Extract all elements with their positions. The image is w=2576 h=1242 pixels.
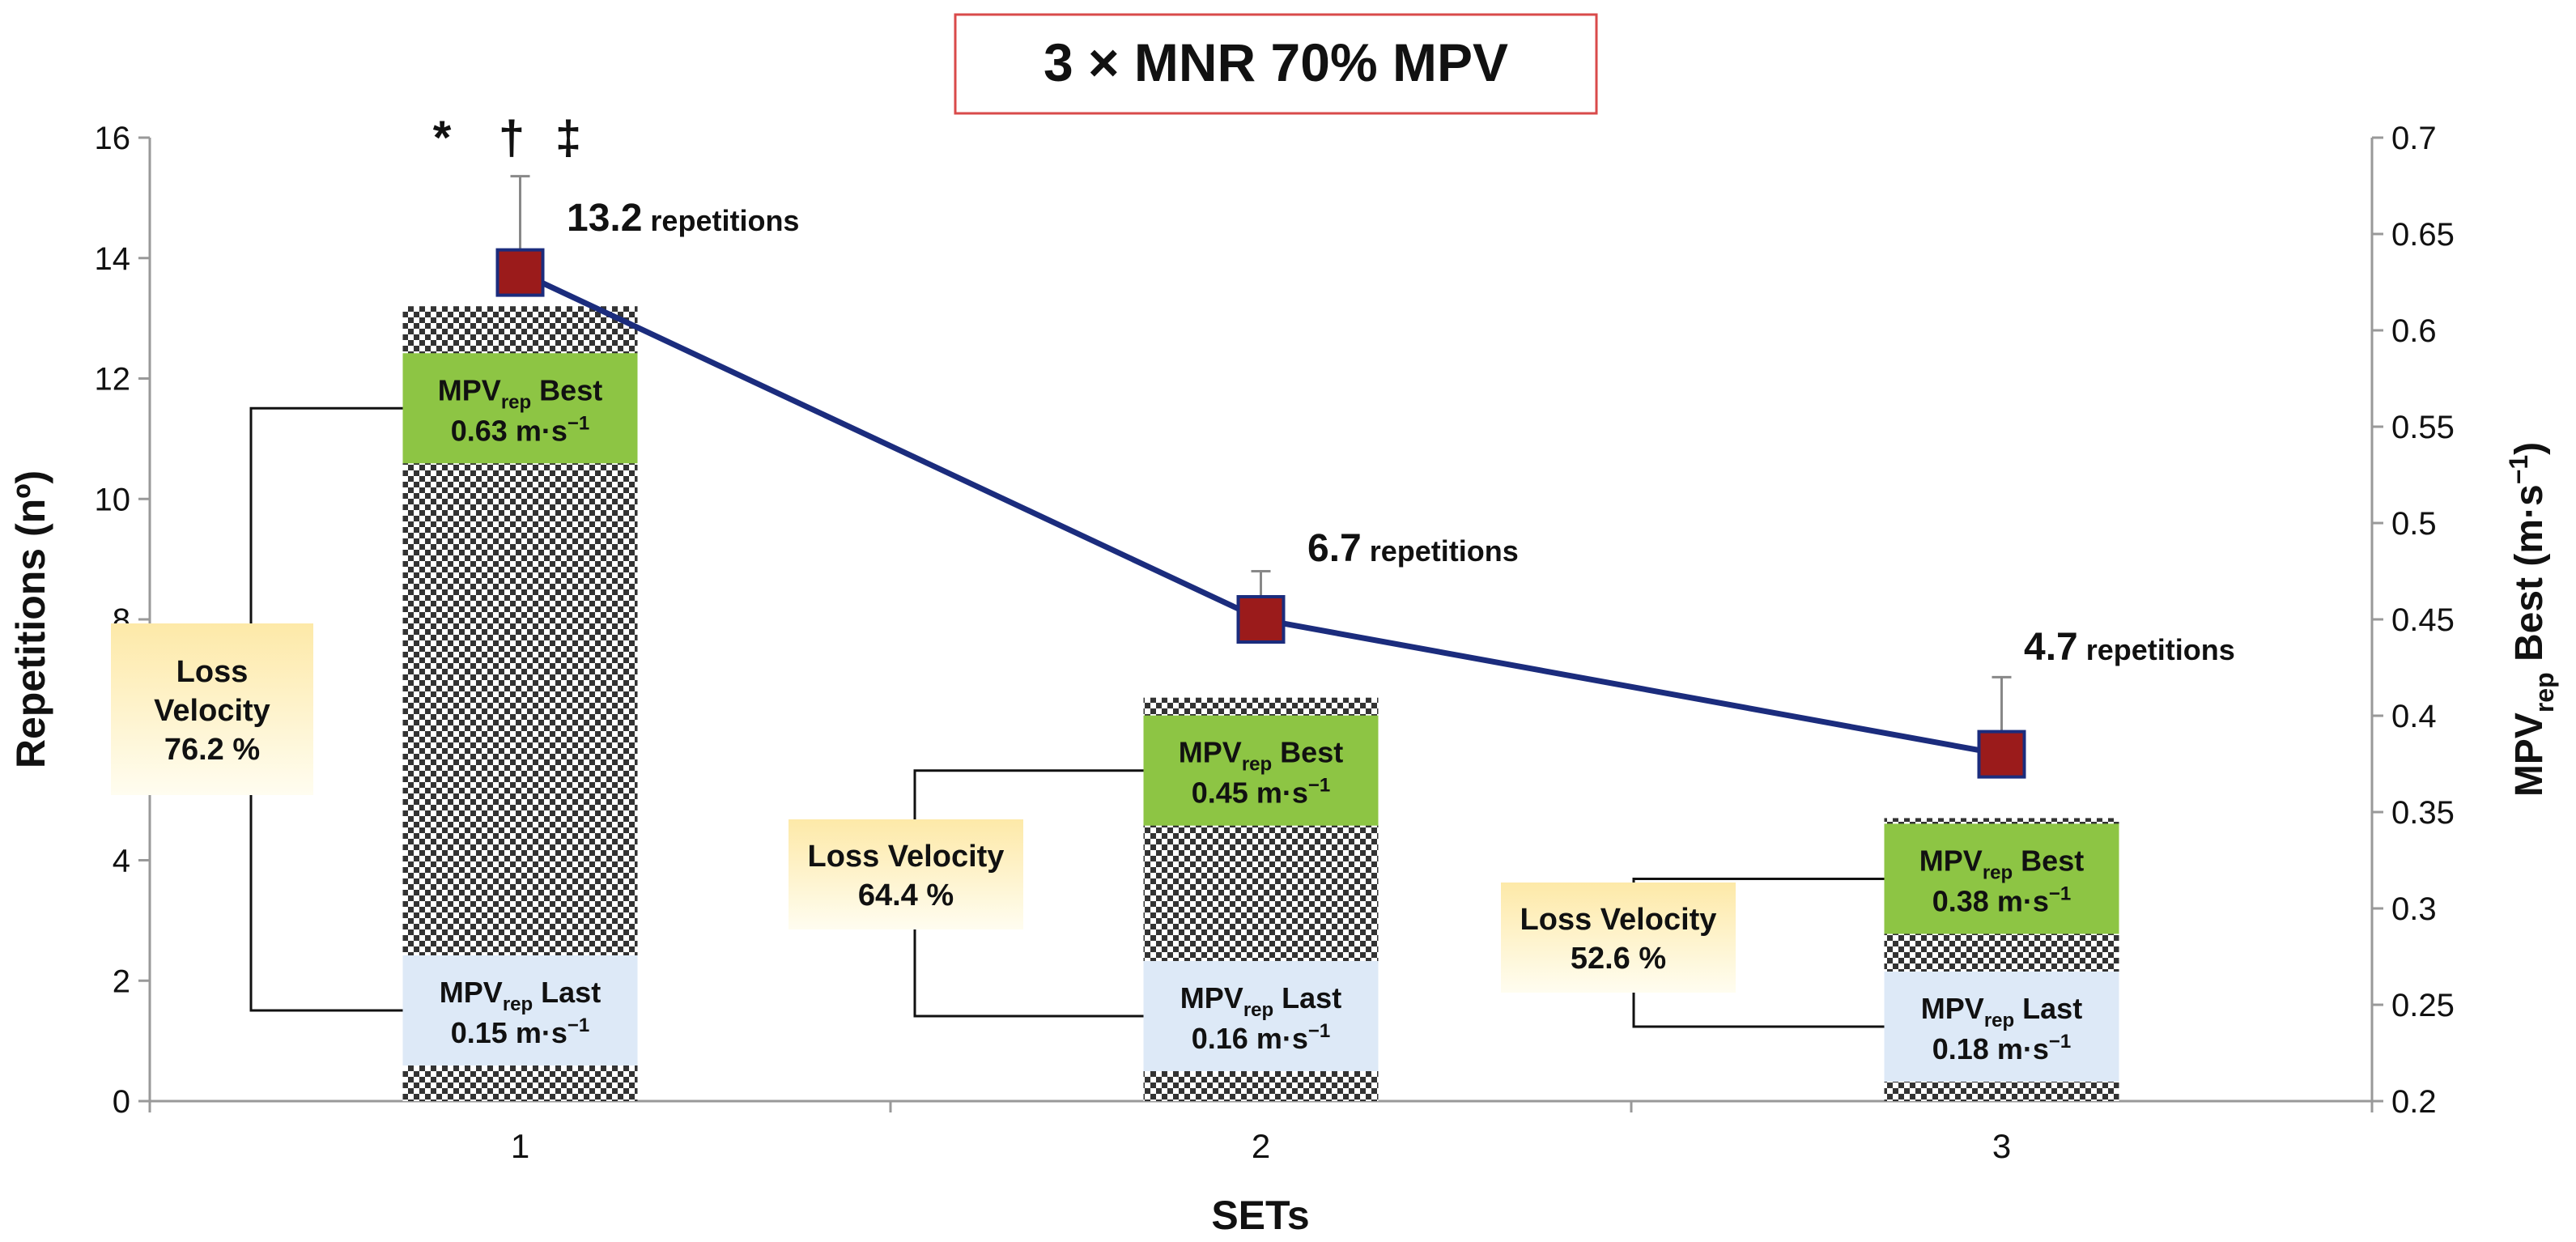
y-axis-label: Repetitions (nº) — [8, 470, 53, 768]
y-tick-label: 12 — [95, 362, 131, 398]
mpv-best-label: MPVrep Best — [1179, 736, 1343, 776]
y-tick-label: 16 — [95, 121, 131, 156]
right-axis-ticks: 0.2 0.25 0.3 0.35 0.4 0.45 0.5 0.55 0.6 0.65 0.7 — [2372, 121, 2455, 1120]
x-tick-label: 3 — [1992, 1127, 2011, 1165]
x-tick-label: 1 — [511, 1127, 529, 1165]
significance-markers: * † ‡ — [433, 112, 581, 164]
y2-tick-label: 0.4 — [2391, 699, 2437, 734]
mpv-best-box — [1143, 715, 1379, 826]
x-axis-label: SETs — [1211, 1193, 1309, 1238]
significance-marker: † — [499, 112, 525, 164]
chart-title-box: 3 × MNR 70% MPV — [954, 13, 1598, 115]
loss-velocity-text: 64.4 % — [858, 878, 954, 912]
loss-velocity-box — [789, 819, 1023, 929]
y-tick-label: 0 — [113, 1084, 130, 1120]
x-tick-label: 2 — [1252, 1127, 1270, 1165]
loss-velocity-text: Loss Velocity — [1520, 903, 1717, 937]
loss-velocity-text: Loss Velocity — [808, 840, 1005, 874]
mpv-best-label: MPVrep Best — [438, 373, 602, 413]
mpv-best-value: 0.45 m·s−1 — [1192, 775, 1330, 810]
bar-value-labels: 13.2 repetitions 6.7 repetitions 4.7 repet… — [567, 197, 2235, 669]
mpv-last-label: MPVrep Last — [1180, 981, 1341, 1021]
y-tick-label: 14 — [95, 241, 131, 277]
left-axis-ticks: 0246810121416 — [95, 121, 150, 1120]
y2-tick-label: 0.45 — [2391, 602, 2455, 638]
mpv-last-label: MPVrep Last — [1921, 992, 2082, 1031]
loss-velocity-text: 52.6 % — [1571, 942, 1666, 976]
mpv-best-marker — [1977, 729, 2026, 779]
mpv-last-value: 0.16 m·s−1 — [1192, 1020, 1330, 1055]
mpv-best-line-path — [519, 270, 2003, 758]
mpv-last-box — [1143, 961, 1379, 1071]
loss-velocity-box — [111, 623, 313, 795]
bar-value-label: 13.2 repetitions — [567, 197, 799, 240]
x-axis-ticks: 1 2 3 — [148, 1101, 2374, 1165]
y-tick-label: 4 — [113, 844, 130, 879]
significance-marker: * — [433, 112, 452, 164]
mpv-last-box — [1884, 972, 2119, 1082]
mpv-best-box — [402, 353, 638, 464]
mpv-last-label: MPVrep Last — [440, 976, 601, 1015]
bar-value-label: 6.7 repetitions — [1307, 527, 1519, 570]
y2-tick-label: 0.3 — [2391, 891, 2437, 927]
loss-velocity-text: Loss — [176, 655, 249, 689]
y2-tick-label: 0.65 — [2391, 217, 2455, 253]
mpv-best-box — [1884, 823, 2119, 934]
y2-tick-label: 0.2 — [2391, 1084, 2437, 1120]
y2-tick-label: 0.7 — [2391, 121, 2437, 156]
mpv-best-value: 0.63 m·s−1 — [451, 412, 589, 447]
bar-value-label: 4.7 repetitions — [2024, 626, 2235, 669]
chart-title: 3 × MNR 70% MPV — [1044, 32, 1508, 92]
mpv-best-value: 0.38 m·s−1 — [1932, 883, 2071, 917]
y2-tick-label: 0.6 — [2391, 313, 2437, 349]
mpv-best-marker — [495, 248, 545, 297]
mpv-last-box — [402, 955, 638, 1065]
significance-marker: ‡ — [555, 112, 581, 164]
y2-axis-label: MPVrep Best (m·s−1) — [2504, 442, 2559, 797]
mpv-last-value: 0.15 m·s−1 — [451, 1014, 589, 1049]
y-tick-label: 10 — [95, 482, 131, 517]
loss-velocity-box — [1501, 883, 1736, 993]
mpv-best-label: MPVrep Best — [1919, 844, 2084, 883]
y2-tick-label: 0.5 — [2391, 506, 2437, 542]
y-tick-label: 2 — [113, 963, 130, 999]
y2-tick-label: 0.25 — [2391, 988, 2455, 1023]
mpv-best-line — [495, 175, 2026, 779]
mpv-last-value: 0.18 m·s−1 — [1932, 1031, 2071, 1065]
loss-velocity-text: Velocity — [154, 694, 270, 728]
loss-velocity-text: 76.2 % — [164, 733, 260, 767]
mpv-best-marker — [1236, 595, 1286, 644]
y2-tick-label: 0.55 — [2391, 410, 2455, 445]
y2-tick-label: 0.35 — [2391, 795, 2455, 831]
